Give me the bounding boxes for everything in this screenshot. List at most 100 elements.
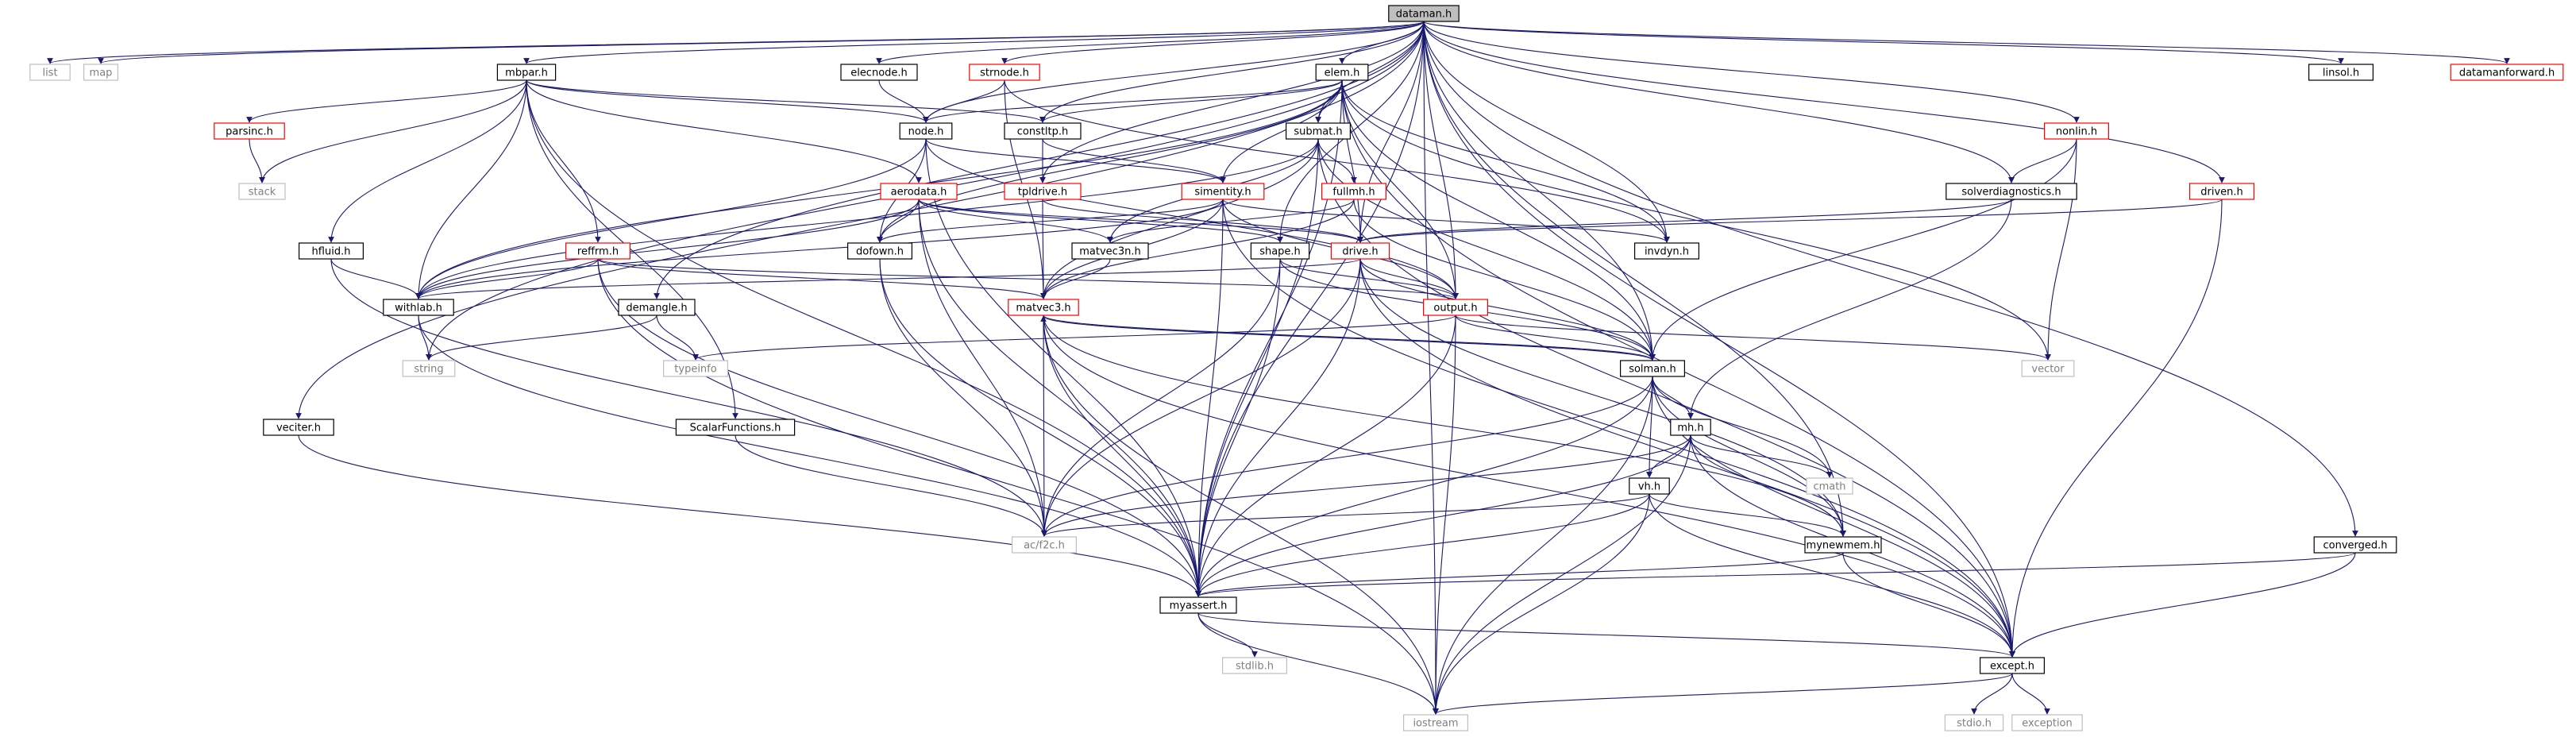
- node-except-h[interactable]: except.h: [1980, 657, 2046, 674]
- edge-mh-h-to-mynewmem-h: [1690, 434, 1846, 537]
- node-label: elecnode.h: [850, 68, 908, 79]
- edge-vh-h-to-mynewmem-h: [1649, 493, 1846, 537]
- edge-aerodata-h-to-shape-h: [918, 199, 1283, 243]
- node-label: shape.h: [1259, 246, 1301, 258]
- node-submat-h[interactable]: submat.h: [1285, 122, 1351, 140]
- node-vector[interactable]: vector: [2021, 360, 2075, 377]
- node-tpldrive-h[interactable]: tpldrive.h: [1004, 183, 1082, 200]
- node-veciter-h[interactable]: veciter.h: [263, 419, 334, 436]
- edge-mbpar-h-to-withlab-h: [415, 79, 527, 299]
- node-matvec3-h[interactable]: matvec3.h: [1008, 299, 1079, 316]
- edge-mynewmem-h-to-myassert-h: [1195, 552, 1844, 597]
- edge-elem-h-to-simentity-h: [1220, 79, 1343, 183]
- node-output-h[interactable]: output.h: [1422, 299, 1488, 316]
- node-list[interactable]: list: [29, 64, 71, 81]
- node-box: [1388, 5, 1460, 22]
- node-box: [1004, 183, 1082, 200]
- node-simentity-h[interactable]: simentity.h: [1181, 183, 1265, 200]
- node-fullmh-h[interactable]: fullmh.h: [1321, 183, 1386, 200]
- edge-dataman-h-to-veciter-h: [295, 21, 1425, 419]
- node-converged-h[interactable]: converged.h: [2313, 536, 2397, 554]
- edge-fullmh-h-to-matvec3n-h: [1107, 199, 1355, 243]
- node-drive-h[interactable]: drive.h: [1330, 242, 1390, 260]
- node-invdyn-h[interactable]: invdyn.h: [1634, 242, 1700, 260]
- node-vh-h[interactable]: vh.h: [1629, 477, 1670, 495]
- node-box: [238, 183, 286, 200]
- node-box: [1221, 657, 1287, 674]
- node-ac-f2c-h[interactable]: ac/f2c.h: [1011, 536, 1077, 554]
- edge-dataman-h-to-except-h: [1423, 21, 2015, 658]
- node-datamanforward-h[interactable]: datamanforward.h: [2450, 64, 2564, 81]
- node-exception[interactable]: exception: [2011, 714, 2083, 731]
- edge-mbpar-h-to-stack: [259, 79, 527, 183]
- edge-solman-h-to-ac-f2c-h: [1041, 376, 1653, 537]
- edge-aerodata-h-to-matvec3n-h: [918, 199, 1113, 243]
- node-stdio-h[interactable]: stdio.h: [1944, 714, 2004, 731]
- node-label: veciter.h: [276, 423, 321, 434]
- node-label: matvec3.h: [1016, 303, 1070, 315]
- node-box: [29, 64, 71, 81]
- node-iostream[interactable]: iostream: [1402, 714, 1468, 731]
- node-map[interactable]: map: [83, 64, 118, 81]
- node-parsinc-h[interactable]: parsinc.h: [214, 122, 285, 140]
- edge-dataman-h-to-nonlin-h: [1423, 21, 2080, 123]
- edge-dataman-h-to-drive-h: [1357, 21, 1425, 243]
- node-elem-h[interactable]: elem.h: [1315, 64, 1369, 81]
- node-reffrm-h[interactable]: reffrm.h: [565, 242, 631, 260]
- node-strnode-h[interactable]: strnode.h: [969, 64, 1040, 81]
- edge-dataman-h-to-mynewmem-h: [1423, 21, 1846, 537]
- node-shape-h[interactable]: shape.h: [1250, 242, 1310, 260]
- edge-mh-h-to-cmath: [1690, 434, 1833, 478]
- node-hfluid-h[interactable]: hfluid.h: [299, 242, 364, 260]
- node-box: [2308, 64, 2374, 81]
- node-dataman-h[interactable]: dataman.h: [1388, 5, 1460, 22]
- node-node-h[interactable]: node.h: [899, 122, 953, 140]
- node-stack[interactable]: stack: [238, 183, 286, 200]
- node-matvec3n-h[interactable]: matvec3n.h: [1071, 242, 1149, 260]
- node-box: [2011, 714, 2083, 731]
- edge-mynewmem-h-to-except-h: [1842, 552, 2015, 658]
- node-mbpar-h[interactable]: mbpar.h: [496, 64, 557, 81]
- node-nonlin-h[interactable]: nonlin.h: [2044, 122, 2110, 140]
- node-mh-h[interactable]: mh.h: [1670, 419, 1711, 436]
- node-scalarfunctions-h[interactable]: ScalarFunctions.h: [675, 419, 796, 436]
- node-solverdiagnostics-h[interactable]: solverdiagnostics.h: [1945, 183, 2077, 200]
- node-constltp-h[interactable]: constltp.h: [1004, 122, 1082, 140]
- node-label: exception: [2022, 718, 2073, 730]
- edge-dataman-h-to-shape-h: [1277, 21, 1425, 243]
- node-label: driven.h: [2200, 187, 2243, 199]
- node-box: [1181, 183, 1265, 200]
- node-box: [1804, 536, 1882, 554]
- edge-dofown-h-to-myassert-h: [879, 258, 1201, 597]
- node-stdlib-h[interactable]: stdlib.h: [1221, 657, 1287, 674]
- node-dofown-h[interactable]: dofown.h: [846, 242, 912, 260]
- edge-mbpar-h-to-node-h: [526, 79, 929, 123]
- node-box: [899, 122, 953, 140]
- node-mynewmem-h[interactable]: mynewmem.h: [1804, 536, 1882, 554]
- node-box: [1402, 714, 1468, 731]
- node-elecnode-h[interactable]: elecnode.h: [840, 64, 918, 81]
- node-demangle-h[interactable]: demangle.h: [618, 299, 696, 316]
- node-box: [1422, 299, 1488, 316]
- edge-parsinc-h-to-stack: [249, 138, 265, 183]
- node-typeinfo[interactable]: typeinfo: [662, 360, 728, 377]
- node-solman-h[interactable]: solman.h: [1619, 360, 1685, 377]
- node-string[interactable]: string: [402, 360, 456, 377]
- node-label: linsol.h: [2323, 68, 2359, 79]
- node-label: datamanforward.h: [2459, 68, 2555, 79]
- edge-reffrm-h-to-withlab-h: [415, 258, 599, 299]
- node-label: dataman.h: [1396, 9, 1452, 21]
- node-label: except.h: [1990, 661, 2034, 673]
- node-driven-h[interactable]: driven.h: [2189, 183, 2255, 200]
- edge-reffrm-h-to-matvec3-h: [597, 258, 1047, 299]
- node-linsol-h[interactable]: linsol.h: [2308, 64, 2374, 81]
- node-cmath[interactable]: cmath: [1806, 477, 1853, 495]
- edge-elem-h-to-node-h: [923, 79, 1343, 123]
- node-box: [496, 64, 557, 81]
- node-withlab-h[interactable]: withlab.h: [383, 299, 454, 316]
- node-box: [1285, 122, 1351, 140]
- edge-demangle-h-to-string: [426, 315, 657, 361]
- node-aerodata-h[interactable]: aerodata.h: [880, 183, 958, 200]
- edge-vh-h-to-except-h: [1649, 493, 2015, 658]
- node-myassert-h[interactable]: myassert.h: [1159, 596, 1237, 614]
